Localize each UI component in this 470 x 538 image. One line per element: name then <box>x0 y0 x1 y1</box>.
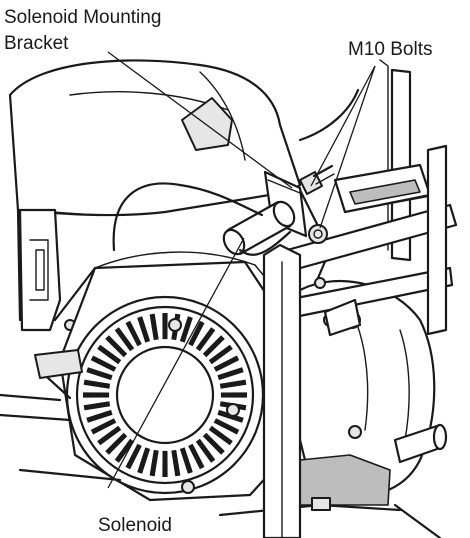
vent-slot <box>125 320 142 347</box>
vent-slot <box>208 425 233 446</box>
vent-slot <box>162 313 168 340</box>
throttle-cable <box>112 88 360 252</box>
starter-vents <box>83 313 247 477</box>
vent-slot <box>90 355 117 372</box>
vent-slot <box>97 425 122 446</box>
vent-slot <box>162 450 168 477</box>
recoil-starter <box>34 260 302 502</box>
vent-slot <box>149 449 159 477</box>
vent-slot <box>105 335 128 358</box>
label-solenoid-mounting-bracket-line2: Bracket <box>4 33 69 54</box>
m10-bolt-lower <box>308 224 328 244</box>
vent-slot <box>83 401 111 411</box>
roll-frame <box>262 59 458 538</box>
vent-slot <box>171 449 181 477</box>
vent-slot <box>114 438 135 463</box>
vent-slot <box>208 344 233 365</box>
vent-slot <box>90 418 117 435</box>
engine-fuel-tank <box>8 59 302 217</box>
vent-slot <box>83 379 111 389</box>
vent-slot <box>195 327 216 352</box>
vent-slot <box>149 313 159 341</box>
label-m10-bolts: M10 Bolts <box>348 39 432 60</box>
vent-slot <box>213 355 240 372</box>
vent-slot <box>202 432 225 455</box>
vent-slot <box>188 443 205 470</box>
label-solenoid-mounting-bracket-line1: Solenoid Mounting <box>4 7 161 28</box>
vent-slot <box>217 367 244 381</box>
vent-slot <box>114 327 135 352</box>
vent-slot <box>97 344 122 365</box>
vent-slot <box>188 320 205 347</box>
vent-slot <box>213 418 240 435</box>
vent-slot <box>195 438 216 463</box>
vent-slot <box>179 447 193 474</box>
vent-slot <box>125 443 142 470</box>
vent-slot <box>202 335 225 358</box>
callout-leaders <box>107 51 376 489</box>
solenoid-body <box>222 200 296 256</box>
vent-slot <box>83 392 110 398</box>
label-solenoid: Solenoid <box>98 515 172 536</box>
vent-slot <box>86 367 113 381</box>
pump-housing <box>298 279 448 511</box>
vent-slot <box>137 316 151 343</box>
vent-slot <box>105 432 128 455</box>
vent-slot <box>86 409 113 423</box>
vent-slot <box>220 392 247 398</box>
vent-slot <box>179 316 193 343</box>
m10-bolt-upper <box>299 164 335 195</box>
vent-slot <box>219 379 247 389</box>
vent-slot <box>137 447 151 474</box>
